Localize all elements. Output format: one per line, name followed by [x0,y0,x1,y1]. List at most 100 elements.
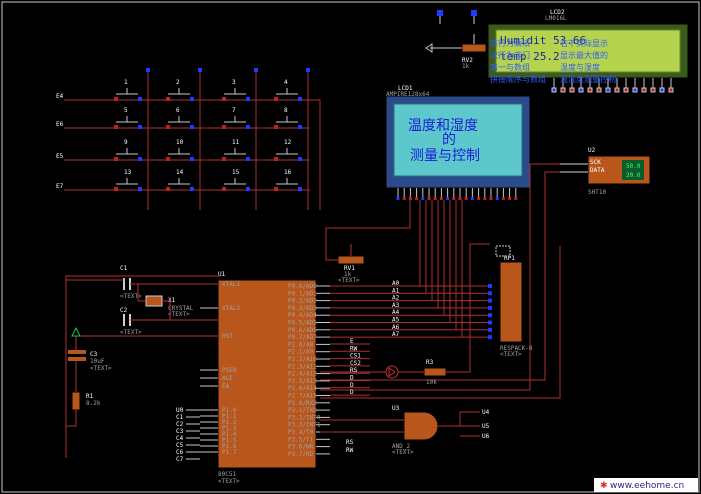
rp1-pin-marker [488,291,492,296]
svg-text:温湿度测量控制: 温湿度测量控制 [560,74,616,84]
lcd2-line2: temp 25.2 [500,50,560,63]
key-pin [114,125,118,129]
u1-left-pin-label: P1.6 [222,443,237,450]
rp1-resistor-pack[interactable]: RP1 RESPACK-8 <TEXT> [499,255,533,358]
c3-ref: C3 [90,351,98,358]
lcd1-pin-marker [446,197,450,200]
svg-text:温度与湿度: 温度与湿度 [560,62,600,72]
u1-left-pin-label: ALE [222,375,233,382]
svg-text:✱: ✱ [600,481,608,491]
u2-sck-label: SCK [590,159,601,166]
key-pin [166,187,170,191]
key-pin [274,157,278,161]
u3-and-gate[interactable]: U3 AND_2 <TEXT> [392,405,439,456]
key-label: 8 [284,107,288,114]
key-pin [246,157,250,161]
port2-bus-label: D [350,389,354,396]
u3-net-2: U5 [482,423,490,430]
lcd1-pin-marker [402,197,406,200]
key-pin [114,187,118,191]
lcd1-graphic-module[interactable]: 温度和湿度 的 测量与控制 LCD1 AMPIRE128x64 [385,85,531,200]
rp1-model: RESPACK-8 [500,345,533,352]
u1-right-pin-label: P3.6/WR [288,444,314,451]
u1-microcontroller[interactable]: U1 80C51 <TEXT> XTAL1XTAL2RSTPSENALEEAP1… [200,271,330,485]
crystal-ref: X1 [168,297,176,304]
key-label: 15 [232,169,240,176]
svg-text:www.eehome.cn: www.eehome.cn [610,481,684,491]
u1-right-pin-label: P3.1/TXD [288,407,317,414]
key-pin [298,97,302,101]
u1-right-pin-label: P0.7/AD7 [288,334,317,341]
port1-net-label: C7 [176,456,184,463]
u1-right-pin-label: P2.6/A14 [288,385,317,392]
u1-right-pin-label: P3.2/INT0 [288,414,321,421]
key-pin [138,125,142,129]
lcd2-module[interactable]: Humidit 53.66 temp 25.2 LCD2 LM016L [487,9,689,93]
u2-model: SHT10 [588,189,606,196]
p3-net-rs: RS [346,439,354,446]
lcd1-pin-marker [483,197,487,200]
c1-tag: <TEXT> [120,293,142,300]
key-pin [274,187,278,191]
u1-model: 80C51 [218,471,236,478]
lcd1-pin-marker [477,197,481,200]
port0-bus-label: A1 [392,287,400,294]
key-pin [246,97,250,101]
lcd1-pin-marker [427,197,431,200]
lcd1-pin-marker [470,197,474,200]
u2-sensor[interactable]: 50.0 20.0 SCK DATA U2 SHT10 [587,147,651,196]
lcd1-pin-marker [415,197,419,200]
r3-ref: R3 [426,359,434,366]
u1-left-pin-label: P1.7 [222,449,237,456]
key-pin [190,97,194,101]
lcd1-model: AMPIRE128x64 [386,91,430,98]
rp1-pin-marker [488,335,492,340]
u1-ref: U1 [218,271,226,278]
port1-net-label: C5 [176,442,184,449]
u1-left-pin-label: P1.3 [222,425,237,432]
port0-bus-label: A2 [392,295,400,302]
lcd1-line3: 测量与控制 [410,148,480,164]
lcd1-ref: LCD1 [398,85,413,92]
crystal-model: CRYSTAL [168,305,194,312]
p3-net-rw: RW [346,447,354,454]
svg-text:显示最大值的: 显示最大值的 [560,50,608,60]
lcd1-pin-marker [421,197,425,200]
rv2-ref: RV2 [462,57,473,64]
port2-bus-label: E [350,338,354,345]
u1-left-pin-label: P1.4 [222,431,237,438]
svg-text:拼接顺序与数组: 拼接顺序与数组 [490,74,546,84]
u1-left-pin-label: RST [222,333,233,340]
key-pin [246,125,250,129]
key-pin [166,97,170,101]
lcd1-pin-marker [514,197,518,200]
key-pin [114,157,118,161]
lcd1-pin-marker [508,197,512,200]
u1-left-pin-label: P1.0 [222,407,237,414]
lcd1-pin-marker [501,197,505,200]
lcd1-pin-marker [464,197,468,200]
u1-right-pin-label: P0.3/AD3 [288,305,317,312]
rv1-value: 1k [344,271,352,278]
key-pin [246,187,250,191]
keypad-column-marker [306,68,310,72]
lcd2-model: LM016L [545,15,567,22]
keypad-column-marker [254,68,258,72]
key-pin [138,97,142,101]
capacitor-c3[interactable]: C3 10uF <TEXT> [68,350,112,372]
u1-right-pin-label: P0.1/AD1 [288,290,317,297]
u1-right-pin-label: P0.6/AD6 [288,327,317,334]
key-pin [274,97,278,101]
lcd2-line1: Humidit 53.66 [500,34,586,47]
keypad-row-label: E7 [56,183,64,190]
u1-left-pin-label: XTAL1 [222,281,240,288]
port2-bus-label: RS [350,367,358,374]
u1-left-pin-label: XTAL2 [222,305,240,312]
u3-net-1: U4 [482,409,490,416]
lcd1-pin-marker [396,197,400,200]
u1-right-pin-label: P2.1/A9 [288,349,314,356]
u1-right-pin-label: P2.5/A13 [288,378,317,385]
